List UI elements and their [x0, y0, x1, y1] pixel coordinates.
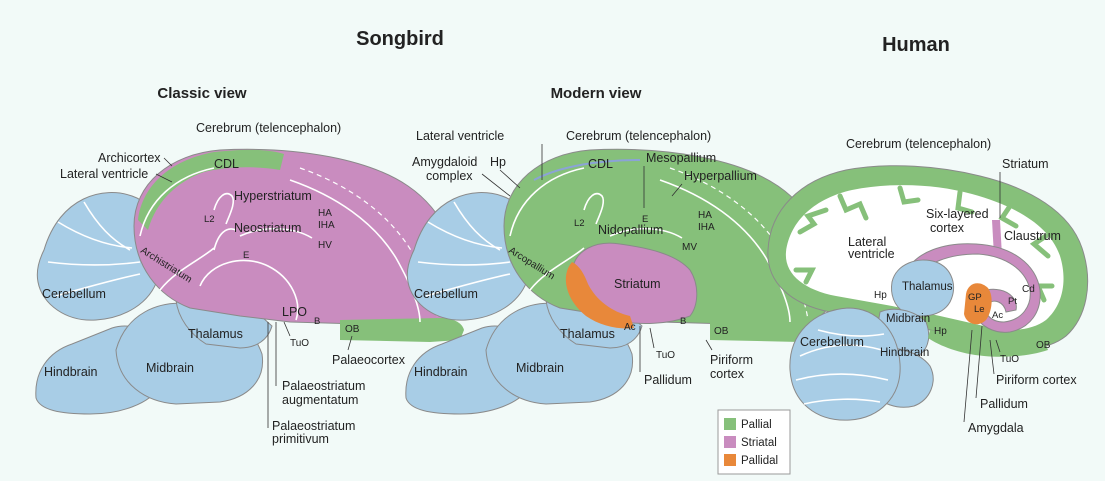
modern-ac-label: Ac	[624, 322, 636, 333]
modern-hindbrain-label: Hindbrain	[414, 365, 468, 379]
human-heading: Human	[882, 34, 950, 56]
modern-view-heading: Modern view	[551, 85, 642, 102]
modern-cdl-label: CDL	[588, 157, 613, 171]
classic-lateral-ventricle-label: Lateral ventricle	[60, 167, 148, 181]
legend: Pallial Striatal Pallidal	[718, 410, 790, 474]
human-lateral-line2: ventricle	[848, 247, 895, 261]
modern-iha-label: IHA	[698, 222, 715, 233]
classic-lpo-label: LPO	[282, 305, 307, 319]
human-cd-label: Cd	[1022, 284, 1035, 295]
classic-archicortex-label: Archicortex	[98, 151, 161, 165]
classic-hyperstriatum-label: Hyperstriatum	[234, 189, 312, 203]
human-hp2-label: Hp	[934, 326, 947, 337]
human-hindbrain-label: Hindbrain	[880, 347, 929, 359]
human-pallidum-label: Pallidum	[980, 397, 1028, 411]
human-claustrum-label: Claustrum	[1004, 229, 1061, 243]
classic-palaeostriatum-aug-line2: augmentatum	[282, 393, 358, 407]
human-gp-label: GP	[968, 292, 982, 303]
human-thalamus-label: Thalamus	[902, 281, 953, 293]
human-pt-label: Pt	[1008, 296, 1017, 307]
human-striatum-label: Striatum	[1002, 157, 1049, 171]
modern-amygdaloid-line2: complex	[426, 169, 473, 183]
classic-palaeocortex-label: Palaeocortex	[332, 353, 406, 367]
classic-neostriatum-label: Neostriatum	[234, 221, 301, 235]
classic-thalamus-label: Thalamus	[188, 327, 243, 341]
modern-cerebrum-label: Cerebrum (telencephalon)	[566, 129, 711, 143]
classic-palaeostriatum-prim-line1: Palaeostriatum	[272, 419, 355, 433]
modern-cerebellum-label: Cerebellum	[414, 287, 478, 301]
modern-tuo-label: TuO	[656, 350, 675, 361]
classic-b-label: B	[314, 316, 320, 327]
classic-l2-label: L2	[204, 214, 215, 225]
human-piriform-label: Piriform cortex	[996, 373, 1077, 387]
modern-amygdaloid-line1: Amygdaloid	[412, 155, 477, 169]
modern-piriform-line2: cortex	[710, 367, 745, 381]
modern-lateral-ventricle-label: Lateral ventricle	[416, 129, 504, 143]
human-ac-label: Ac	[992, 310, 1003, 321]
modern-b-label: B	[680, 316, 686, 327]
modern-ob-label: OB	[714, 326, 729, 337]
modern-mesopallium-label: Mesopallium	[646, 151, 716, 165]
classic-ha-label: HA	[318, 208, 332, 219]
classic-ob-label: OB	[345, 324, 360, 335]
modern-mv-label: MV	[682, 242, 697, 253]
legend-swatch-pallial	[724, 418, 736, 430]
human-tuo-label: TuO	[1000, 354, 1019, 365]
modern-hp-label: Hp	[490, 155, 506, 169]
modern-nidopallium-label: Nidopallium	[598, 223, 663, 237]
classic-hv-label: HV	[318, 240, 332, 251]
classic-view-heading: Classic view	[157, 85, 247, 102]
human-midbrain-label: Midbrain	[886, 313, 930, 325]
modern-hyperpallium-label: Hyperpallium	[684, 169, 757, 183]
modern-piriform-line1: Piriform	[710, 353, 753, 367]
human-six-layered-line1: Six-layered	[926, 207, 989, 221]
human-le-label: Le	[974, 304, 985, 315]
human-cerebrum-label: Cerebrum (telencephalon)	[846, 137, 991, 151]
classic-iha-label: IHA	[318, 220, 335, 231]
modern-pallidum-label: Pallidum	[644, 373, 692, 387]
modern-striatum-label: Striatum	[614, 277, 661, 291]
classic-palaeostriatum-aug-line1: Palaeostriatum	[282, 379, 365, 393]
classic-cdl-label: CDL	[214, 157, 239, 171]
modern-e-label: E	[642, 214, 648, 225]
legend-swatch-striatal	[724, 436, 736, 448]
legend-label-pallial: Pallial	[741, 419, 772, 431]
legend-label-pallidal: Pallidal	[741, 455, 778, 467]
human-hp-label: Hp	[874, 290, 887, 301]
classic-palaeostriatum-prim-line2: primitivum	[272, 432, 329, 446]
legend-label-striatal: Striatal	[741, 437, 777, 449]
human-ob-label: OB	[1036, 340, 1051, 351]
human-six-layered-line2: cortex	[930, 221, 965, 235]
classic-e-label: E	[243, 250, 249, 261]
modern-midbrain-label: Midbrain	[516, 361, 564, 375]
modern-ha-label: HA	[698, 210, 712, 221]
classic-tuo-label: TuO	[290, 338, 309, 349]
classic-cerebellum-label: Cerebellum	[42, 287, 106, 301]
modern-thalamus-label: Thalamus	[560, 327, 615, 341]
classic-midbrain-label: Midbrain	[146, 361, 194, 375]
human-amygdala-label: Amygdala	[968, 421, 1024, 435]
legend-swatch-pallidal	[724, 454, 736, 466]
classic-hindbrain-label: Hindbrain	[44, 365, 98, 379]
human-cerebellum-label: Cerebellum	[800, 335, 864, 349]
modern-l2-label: L2	[574, 218, 585, 229]
songbird-heading: Songbird	[356, 28, 444, 50]
classic-cerebrum-label: Cerebrum (telencephalon)	[196, 121, 341, 135]
